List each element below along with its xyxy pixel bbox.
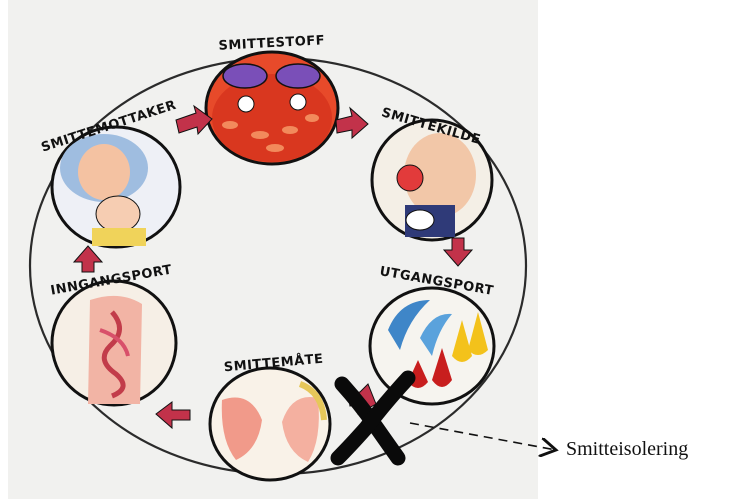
node-inngangsport [52, 281, 176, 405]
node-smittemate [210, 368, 330, 480]
annotation-label: Smitteisolering [566, 438, 688, 461]
label-smittestoff: SMITTESTOFF [218, 33, 325, 54]
arrow-mate-to-inngang [156, 402, 190, 428]
node-smittestoff [206, 52, 338, 164]
annotation-dashed-arrow [410, 423, 556, 450]
isolation-cross-mark [338, 378, 408, 458]
arrow-stoff-to-kilde [336, 108, 368, 138]
node-utgangsport [370, 288, 494, 404]
arrow-inngang-to-mottaker [74, 246, 102, 272]
arrow-kilde-to-utgang [444, 238, 472, 266]
